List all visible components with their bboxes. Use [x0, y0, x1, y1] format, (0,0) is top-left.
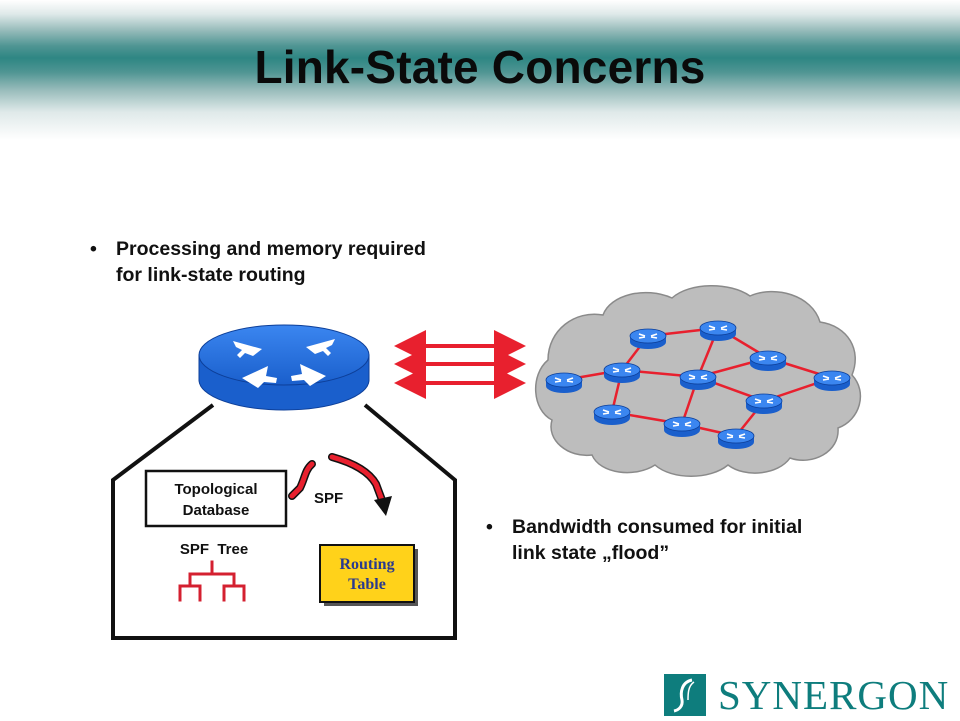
bullet-line: for link-state routing: [116, 264, 306, 286]
bullet-line: link state „flood”: [512, 542, 670, 564]
spf-arrows: [288, 453, 392, 516]
flood-arrows: [394, 330, 526, 399]
bullet-bandwidth: • Bandwidth consumed for initial link st…: [486, 514, 892, 566]
network-router-icon: [603, 362, 641, 383]
header-band: [0, 0, 960, 140]
bullet-dot: •: [486, 516, 493, 538]
bullet-dot: •: [90, 238, 97, 260]
topological-database-line1: Topological: [174, 481, 257, 498]
routing-table-box: Routing Table: [319, 544, 418, 606]
slide-title: Link-State Concerns: [254, 41, 706, 93]
network-routers: [545, 320, 851, 449]
network-router-icon: [629, 328, 667, 349]
network-router-icon: [717, 428, 755, 449]
network-router-icon: [593, 404, 631, 425]
router-icon: [198, 324, 370, 411]
bullet-line: Bandwidth consumed for initial: [512, 516, 803, 538]
topological-database-line2: Database: [183, 502, 250, 519]
routing-table-line1: Routing: [339, 556, 394, 573]
network-router-icon: [679, 369, 717, 390]
router-house-outline: [111, 403, 457, 640]
network-router-icon: [745, 393, 783, 414]
s-swoosh-icon: [664, 674, 706, 716]
network-router-icon: [699, 320, 737, 341]
network-router-icon: [813, 370, 851, 391]
network-router-icon: [663, 416, 701, 437]
bullet-processing: • Processing and memory required for lin…: [90, 236, 536, 288]
spf-label: SPF: [314, 490, 343, 507]
bullet-line: Processing and memory required: [116, 238, 426, 260]
synergon-logo: SYNERGON: [664, 674, 949, 716]
network-router-icon: [749, 350, 787, 371]
spf-tree-icon: [178, 560, 246, 602]
topological-database-box: Topological Database: [144, 469, 288, 528]
logo-text: SYNERGON: [718, 672, 950, 718]
spf-tree-label: SPF Tree: [180, 541, 248, 558]
routing-table-line2: Table: [348, 576, 386, 593]
network-router-icon: [545, 372, 583, 393]
